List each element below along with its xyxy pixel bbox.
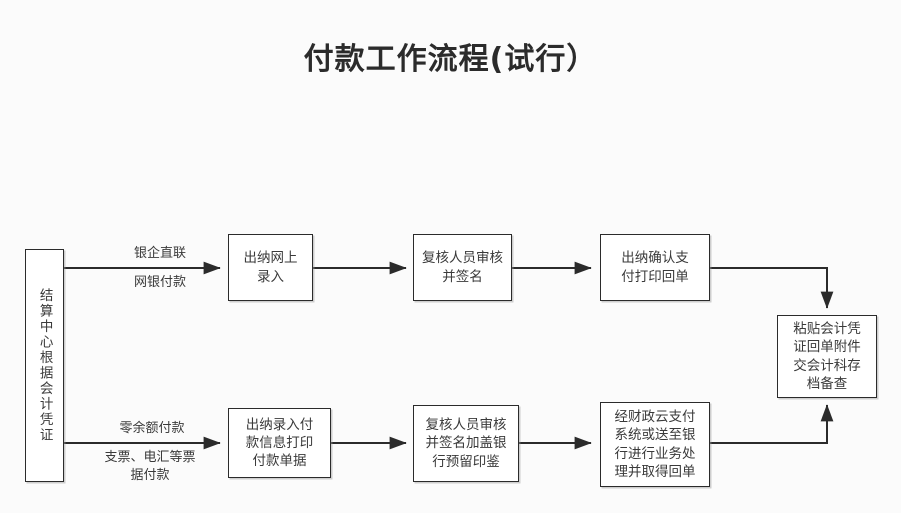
edge-label-bottom-below: 支票、电汇等票 据付款 xyxy=(104,450,196,483)
node-cashier-online-entry-label: 出纳网上 录入 xyxy=(243,250,298,285)
edge-label-bottom-above: 零余额付款 xyxy=(119,421,185,436)
node-reviewer-audit-sign-seal-label: 复核人员审核 并签名加盖银 行预留印鉴 xyxy=(425,417,507,470)
node-reviewer-audit-sign-label: 复核人员审核 并签名 xyxy=(422,250,503,285)
edge-cashier-confirm-to-archive xyxy=(710,267,834,309)
edge-finance-cloud-to-archive xyxy=(710,404,834,444)
page-title: 付款工作流程(试行） xyxy=(303,42,598,77)
node-archive-accounting-voucher[interactable]: 粘贴会计凭 证回单附件 交会计科存 档备查 xyxy=(777,315,877,398)
node-cashier-entry-print-voucher[interactable]: 出纳录入付 款信息打印 付款单据 xyxy=(228,408,331,478)
node-reviewer-audit-sign-seal[interactable]: 复核人员审核 并签名加盖银 行预留印鉴 xyxy=(413,405,519,482)
node-cashier-confirm-print-receipt-label: 出纳确认支 付打印回单 xyxy=(621,250,689,285)
node-finance-cloud-or-bank-label: 经财政云支付 系统或送至银 行进行业务处 理并取得回单 xyxy=(614,409,696,480)
node-cashier-online-entry[interactable]: 出纳网上 录入 xyxy=(228,234,313,301)
edge-label-top-below: 网银付款 xyxy=(133,275,186,290)
node-settlement-center[interactable]: 结算中心根据会计凭证 xyxy=(25,249,64,482)
node-reviewer-audit-sign[interactable]: 复核人员审核 并签名 xyxy=(413,234,512,301)
node-archive-accounting-voucher-label: 粘贴会计凭 证回单附件 交会计科存 档备查 xyxy=(793,321,861,392)
node-cashier-confirm-print-receipt[interactable]: 出纳确认支 付打印回单 xyxy=(600,234,710,301)
node-finance-cloud-or-bank[interactable]: 经财政云支付 系统或送至银 行进行业务处 理并取得回单 xyxy=(600,402,710,487)
edge-label-top-above: 银企直联 xyxy=(133,246,186,261)
node-cashier-entry-print-voucher-label: 出纳录入付 款信息打印 付款单据 xyxy=(245,416,314,470)
node-settlement-center-label: 结算中心根据会计凭证 xyxy=(36,288,53,443)
